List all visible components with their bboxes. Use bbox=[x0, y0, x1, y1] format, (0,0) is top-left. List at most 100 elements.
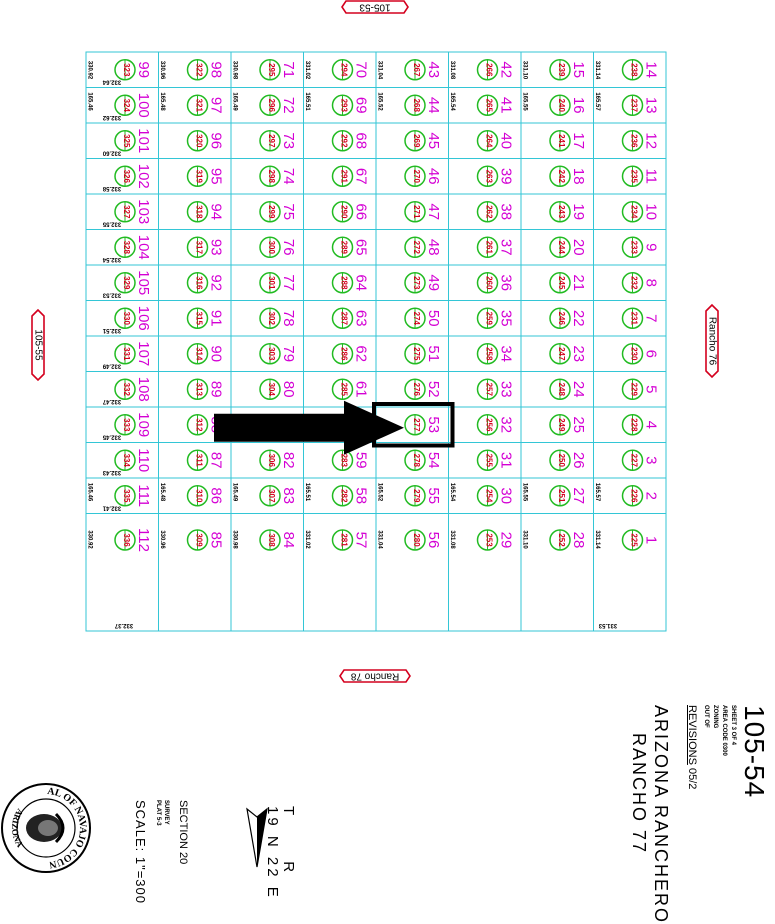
tag-bottom-map[interactable]: Rancho 78 bbox=[339, 669, 411, 683]
tag-right-map[interactable]: Rancho 76 bbox=[705, 303, 719, 379]
tag-top-map[interactable]: 105-53 bbox=[341, 0, 409, 14]
